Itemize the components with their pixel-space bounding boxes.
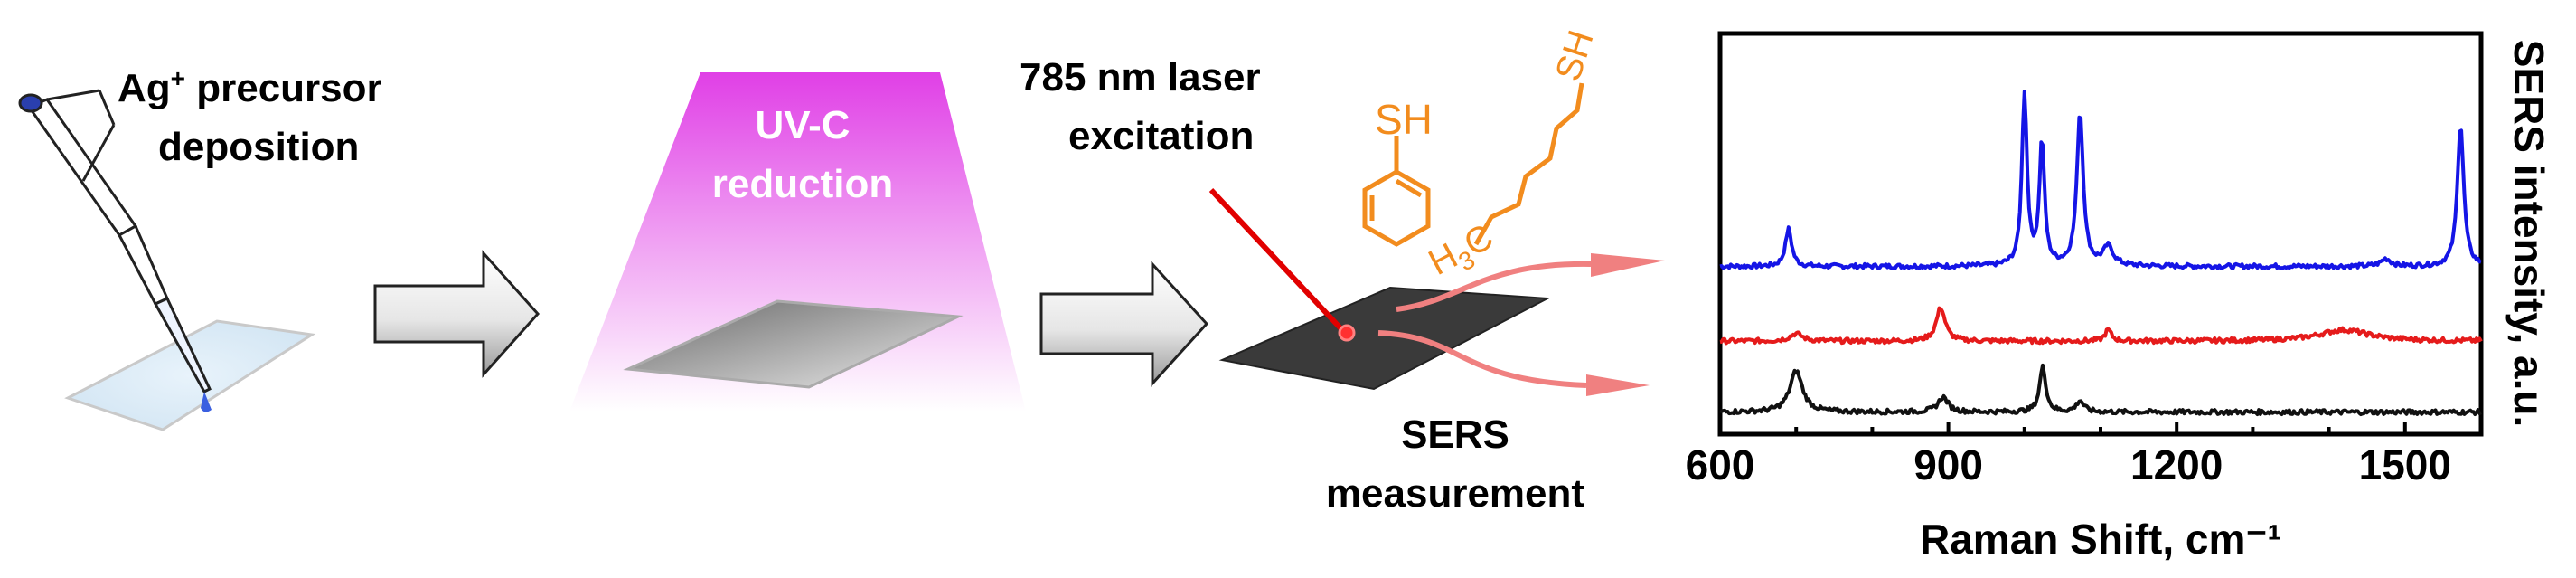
reduction-step: UV-C reduction bbox=[569, 72, 1026, 412]
spectrum-line-1 bbox=[1719, 90, 2482, 270]
x-axis-label: Raman Shift, cm⁻¹ bbox=[1920, 516, 2281, 563]
deposition-step: Ag+ precursor deposition bbox=[18, 64, 382, 431]
x-tick-label: 1500 bbox=[2359, 441, 2451, 488]
spectrum-line-2 bbox=[1719, 306, 2483, 346]
sers-spectra-chart: 600 900 1200 1500 Raman Shift, cm⁻¹ SERS in… bbox=[1686, 31, 2552, 563]
scatter-arrow-lower-head bbox=[1586, 374, 1650, 396]
scatter-arrow-upper bbox=[1396, 261, 1592, 312]
process-arrow-2 bbox=[1039, 261, 1209, 387]
y-axis-label: SERS intensity, a.u. bbox=[2505, 40, 2552, 428]
plot-frame bbox=[1717, 31, 2484, 437]
scatter-arrow-upper-head bbox=[1591, 253, 1665, 277]
pipette-icon bbox=[18, 89, 212, 393]
thiophenol-sh-label: SH bbox=[1375, 96, 1433, 143]
x-tick-label: 900 bbox=[1913, 441, 1983, 488]
scatter-arrow-lower bbox=[1377, 330, 1587, 388]
x-tick-label: 1200 bbox=[2130, 441, 2223, 488]
alkanethiol-sh-label: SH bbox=[1548, 25, 1602, 85]
x-ticks: 600 900 1200 1500 bbox=[1686, 422, 2483, 488]
spectrum-line-3 bbox=[1719, 363, 2482, 417]
thiophenol-molecule-icon bbox=[1362, 136, 1431, 247]
laser-label-line1: 785 nm laser bbox=[1020, 55, 1261, 99]
alkanethiol-molecule-icon: SH H3C bbox=[1423, 25, 1602, 289]
laser-beam bbox=[1208, 187, 1347, 335]
sers-substrate bbox=[1218, 286, 1551, 391]
laser-label-line2: excitation bbox=[1068, 114, 1254, 158]
substrate-paper bbox=[64, 319, 316, 431]
x-tick-label: 600 bbox=[1686, 441, 1755, 488]
droplet-icon bbox=[201, 392, 212, 412]
measurement-step: 785 nm laser excitation SH SH H3C SERS m… bbox=[1020, 25, 1665, 516]
reduction-label-line1: UV-C bbox=[755, 103, 850, 147]
reduction-label-line2: reduction bbox=[712, 162, 893, 206]
methyl-label: H3C bbox=[1423, 217, 1503, 289]
deposition-label-line2: deposition bbox=[158, 125, 359, 169]
process-arrow-1 bbox=[373, 250, 541, 378]
spectra-series bbox=[1719, 90, 2483, 417]
measurement-label-line1: SERS bbox=[1401, 412, 1509, 457]
measurement-label-line2: measurement bbox=[1326, 471, 1584, 516]
reduced-substrate bbox=[623, 299, 964, 389]
laser-spot-icon bbox=[1338, 324, 1356, 342]
deposition-label-line1: Ag+ precursor bbox=[118, 64, 382, 110]
